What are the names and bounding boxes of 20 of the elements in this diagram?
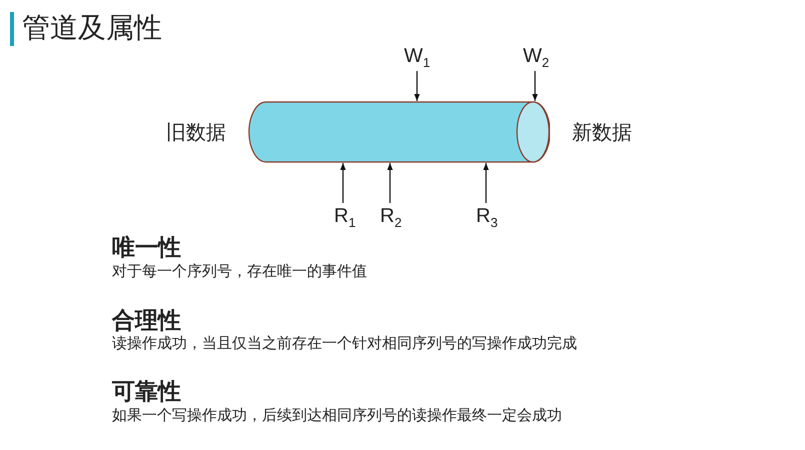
property-heading: 唯一性: [112, 233, 181, 262]
arrow: [387, 163, 393, 203]
slide-title: 管道及属性: [22, 11, 162, 45]
pipe-end-label: 旧数据: [166, 121, 226, 146]
arrow: [340, 163, 346, 203]
property-heading: 可靠性: [112, 377, 181, 406]
arrow: [414, 71, 420, 101]
pipe-cylinder: [248, 101, 550, 163]
variable-label: R$_{2}$: [380, 204, 402, 235]
variable-label: W$_{2}$: [523, 44, 550, 75]
arrow: [532, 71, 538, 101]
pipe-end-label: 新数据: [572, 121, 632, 146]
arrow: [483, 163, 489, 203]
variable-label: R$_{1}$: [334, 204, 356, 235]
property-description: 对于每一个序列号，存在唯一的事件值: [112, 262, 367, 281]
property-heading: 合理性: [112, 306, 181, 335]
property-description: 读操作成功，当且仅当之前存在一个针对相同序列号的写操作成功完成: [112, 334, 577, 353]
variable-label: R$_{3}$: [476, 204, 498, 235]
variable-label: W$_{1}$: [404, 44, 430, 75]
property-description: 如果一个写操作成功，后续到达相同序列号的读操作最终一定会成功: [112, 406, 562, 425]
